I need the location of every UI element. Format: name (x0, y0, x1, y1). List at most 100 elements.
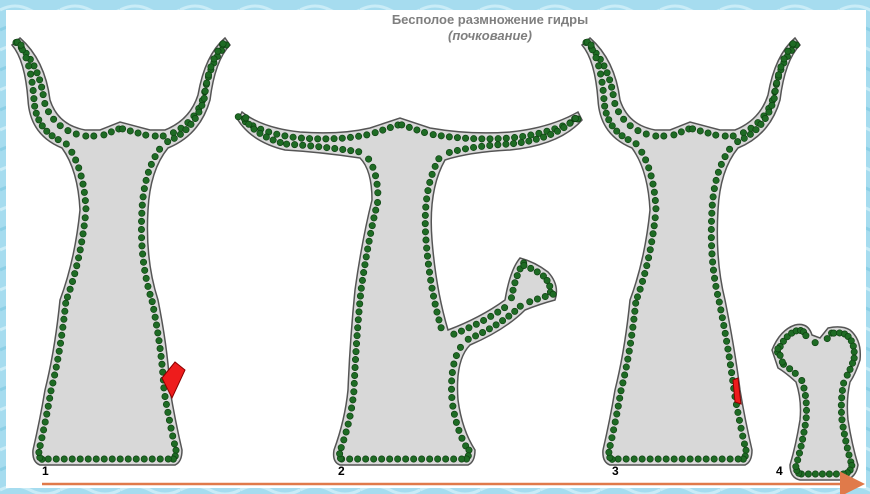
endoderm-cell (374, 199, 380, 205)
endoderm-cell (139, 243, 145, 249)
endoderm-cell (203, 80, 209, 86)
endoderm-cell (93, 456, 99, 462)
endoderm-cell (82, 197, 88, 203)
endoderm-cell (779, 359, 785, 365)
endoderm-cell (651, 189, 657, 195)
endoderm-cell (608, 84, 614, 90)
endoderm-cell (60, 324, 66, 330)
endoderm-cell (639, 456, 645, 462)
endoderm-cell (661, 133, 667, 139)
endoderm-cell (470, 144, 476, 150)
endoderm-cell (192, 115, 198, 121)
endoderm-cell (145, 283, 151, 289)
endoderm-cell (758, 121, 764, 127)
endoderm-cell (769, 102, 775, 108)
endoderm-cell (165, 456, 171, 462)
endoderm-cell (653, 133, 659, 139)
stage-label-1: 1 (42, 464, 49, 478)
endoderm-cell (430, 131, 436, 137)
endoderm-cell (839, 387, 845, 393)
endoderm-cell (57, 340, 63, 346)
endoderm-cell (711, 185, 717, 191)
endoderm-cell (775, 346, 781, 352)
endoderm-cell (671, 132, 677, 138)
endoderm-cell (600, 87, 606, 93)
endoderm-cell (356, 301, 362, 307)
endoderm-cell (458, 328, 464, 334)
endoderm-cell (548, 131, 554, 137)
endoderm-cell (42, 419, 48, 425)
endoderm-cell (45, 456, 51, 462)
endoderm-cell (734, 138, 740, 144)
endoderm-cell (630, 324, 636, 330)
endoderm-cell (386, 456, 392, 462)
endoderm-cell (423, 204, 429, 210)
endoderm-cell (838, 402, 844, 408)
endoderm-cell (466, 447, 472, 453)
endoderm-cell (635, 127, 641, 133)
endoderm-cell (588, 42, 594, 48)
endoderm-cell (429, 171, 435, 177)
endoderm-cell (678, 129, 684, 135)
endoderm-cell (53, 364, 59, 370)
endoderm-cell (75, 255, 81, 261)
endoderm-cell (647, 247, 653, 253)
endoderm-cell (263, 134, 269, 140)
endoderm-cell (462, 135, 468, 141)
endoderm-cell (451, 361, 457, 367)
endoderm-cell (44, 411, 50, 417)
endoderm-cell (356, 309, 362, 315)
endoderm-cell (356, 149, 362, 155)
endoderm-cell (450, 456, 456, 462)
endoderm-cell (606, 77, 612, 83)
endoderm-cell (506, 313, 512, 319)
endoderm-cell (703, 456, 709, 462)
endoderm-cell (708, 243, 714, 249)
endoderm-cell (358, 285, 364, 291)
endoderm-cell (448, 378, 454, 384)
endoderm-cell (108, 129, 114, 135)
endoderm-cell (367, 230, 373, 236)
endoderm-cell (79, 239, 85, 245)
endoderm-cell (639, 278, 645, 284)
endoderm-cell (277, 139, 283, 145)
endoderm-cell (511, 134, 517, 140)
endoderm-cell (710, 267, 716, 273)
endoderm-cell (456, 427, 462, 433)
endoderm-cell (57, 123, 63, 129)
endoderm-cell (510, 140, 516, 146)
endoderm-cell (471, 135, 477, 141)
endoderm-cell (730, 133, 736, 139)
endoderm-cell (359, 277, 365, 283)
endoderm-cell (274, 131, 280, 137)
endoderm-cell (74, 263, 80, 269)
endoderm-cell (610, 91, 616, 97)
endoderm-cell (85, 456, 91, 462)
endoderm-cell (215, 48, 221, 54)
endoderm-cell (781, 56, 787, 62)
endoderm-cell (119, 126, 125, 132)
endoderm-cell (351, 380, 357, 386)
endoderm-cell (69, 278, 75, 284)
endoderm-cell (479, 136, 485, 142)
endoderm-cell (777, 352, 783, 358)
endoderm-cell (849, 360, 855, 366)
endoderm-cell (366, 238, 372, 244)
endoderm-cell (315, 136, 321, 142)
endoderm-cell (350, 397, 356, 403)
endoderm-cell (332, 145, 338, 151)
endoderm-cell (363, 254, 369, 260)
endoderm-cell (796, 450, 802, 456)
endoderm-cell (599, 79, 605, 85)
endoderm-cell (718, 161, 724, 167)
endoderm-cell (430, 293, 436, 299)
endoderm-cell (620, 380, 626, 386)
endoderm-cell (306, 135, 312, 141)
endoderm-cell (61, 316, 67, 322)
stage-label-2: 2 (338, 464, 345, 478)
endoderm-cell (109, 456, 115, 462)
endoderm-cell (453, 419, 459, 425)
endoderm-cell (49, 133, 55, 139)
endoderm-cell (140, 194, 146, 200)
